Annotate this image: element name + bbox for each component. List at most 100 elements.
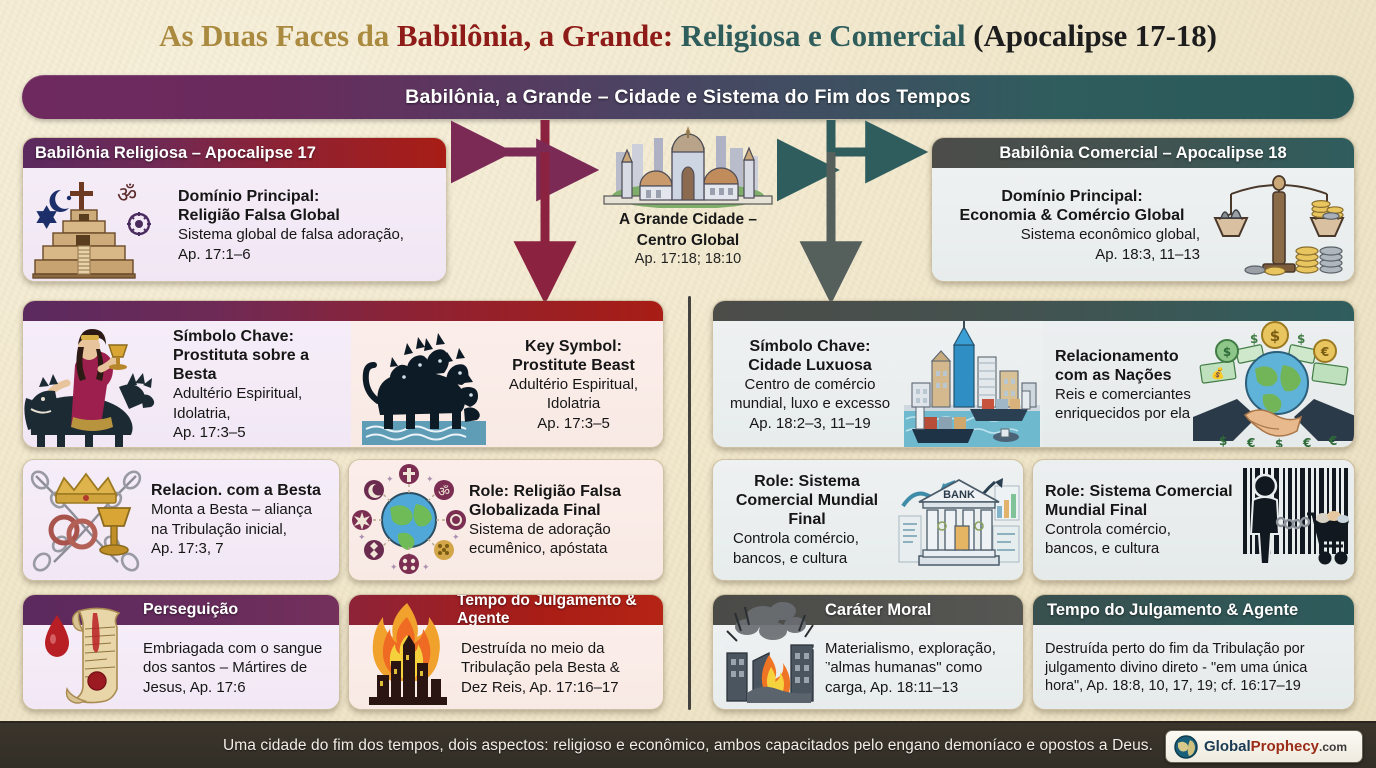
harlot-on-beast-icon: [23, 321, 173, 447]
hub-title-line1: A Grande Cidade –: [618, 211, 758, 228]
card-sub-line1: Destruída no meio da: [461, 639, 605, 657]
card-heading-line2: Mundial Final: [1045, 501, 1148, 519]
svg-text:✦: ✦: [426, 475, 434, 485]
card-heading-line1: Símbolo Chave:: [173, 328, 294, 346]
card-header-label: Perseguição: [143, 601, 239, 618]
svg-text:✦: ✦: [386, 475, 394, 485]
globalprophecy-logo[interactable]: GlobalProphecy.com: [1165, 730, 1363, 763]
card-header-perseguicao: Perseguição: [23, 595, 339, 625]
card-simbolo-chave-cidade-luxuosa[interactable]: Símbolo Chave: Cidade Luxuosa Centro de …: [712, 300, 1355, 448]
card-sub-line1: Controla comércio,: [1045, 520, 1171, 538]
handshake-globe-money-icon: 💰 $ $ € $$: [1193, 321, 1354, 448]
card-heading-line2: Economia & Comércio Global: [959, 207, 1185, 224]
master-banner: Babilônia, a Grande – Cidade e Sistema d…: [22, 75, 1354, 119]
logo-part-global: Global: [1204, 738, 1251, 755]
card-header-julgamento-agente: Tempo do Julgamento & Agente: [1033, 595, 1354, 625]
seven-headed-beast-icon: [351, 321, 496, 447]
card-perseguicao[interactable]: Perseguição Embriagada com o sangu: [22, 594, 340, 710]
card-header-comercial: Babilônia Comercial – Apocalipse 18: [932, 138, 1354, 168]
card-babilonia-comercial[interactable]: Babilônia Comercial – Apocalipse 18 Domí…: [931, 137, 1355, 282]
card-role-sistema-comercial-2[interactable]: Role: Sistema Comercial Mundial Final Co…: [1032, 459, 1355, 581]
globe-logo-icon: [1174, 734, 1198, 759]
card-sub-line1: Controla comércio,: [733, 530, 859, 547]
card-sub-line1: Embriagada com o sangue: [143, 639, 323, 657]
card-heading-line2: Prostitute Beast: [512, 356, 635, 374]
svg-text:✦: ✦: [422, 563, 430, 573]
master-banner-label: Babilônia, a Grande – Cidade e Sistema d…: [405, 85, 971, 108]
card-role-sistema-comercial-1[interactable]: Role: Sistema Comercial Mundial Final Co…: [712, 459, 1024, 581]
card-header-bar: [713, 301, 1354, 321]
title-part-teal: Religiosa e Comercial: [680, 18, 974, 53]
card-role-religiao-falsa[interactable]: ॐ ✦ ✦ ✦ ✦ ✦: [348, 459, 664, 581]
burning-city-flames-icon: [351, 597, 463, 709]
svg-text:$: $: [1297, 332, 1305, 346]
svg-text:$: $: [1219, 434, 1227, 448]
card-header-label: Babilônia Religiosa – Apocalipse 17: [35, 143, 316, 162]
card-sub-line3: Dez Reis, Ap. 17:16–17: [461, 678, 619, 696]
card-sub-line3: Ap. 18:2–3, 11–19: [749, 414, 871, 432]
svg-text:ॐ: ॐ: [438, 485, 450, 500]
card-sub-line2: mundial, luxo e excesso: [729, 395, 891, 413]
svg-text:$: $: [1270, 327, 1280, 345]
card-sub-line3: Jesus, Ap. 17:6: [143, 678, 246, 696]
card-header-label: Tempo do Julgamento & Agente: [457, 594, 637, 627]
card-heading-line1: Key Symbol:: [525, 337, 622, 355]
card-sub-line2: enriquecidos por ela: [1055, 405, 1191, 422]
card-heading-line2: Prostituta sobre a Besta: [173, 347, 310, 384]
title-part-gold: As Duas Faces da: [159, 18, 397, 53]
card-heading-line1: Role: Religião Falsa: [469, 482, 622, 500]
card-heading-line2: Globalizada Final: [469, 501, 601, 519]
svg-text:€: €: [1246, 436, 1255, 448]
card-sub-line2: Ap. 18:3, 11–13: [1095, 245, 1200, 263]
blood-scroll-icon: [27, 597, 143, 709]
card-heading-line1: Domínio Principal:: [178, 188, 320, 205]
title-part-reference: (Apocalipse 17-18): [973, 18, 1217, 53]
card-sub-line1: Sistema global de falsa adoração,: [178, 226, 404, 243]
card-heading-line2: Comercial Mundial Final: [735, 492, 879, 528]
card-sub-line1: Sistema econômico global,: [1020, 226, 1200, 243]
card-sub-line2: "almas humanas" como: [825, 659, 983, 677]
svg-text:✦: ✦: [452, 533, 460, 543]
card-sub-line2: Idolatria: [546, 395, 601, 413]
card-heading-line2: Cidade Luxuosa: [748, 356, 872, 374]
card-sub-line1: Destruída perto do fim da Tribulação por: [1045, 641, 1305, 658]
logo-part-domain: .com: [1319, 740, 1348, 754]
card-relacion-com-a-besta[interactable]: Relacion. com a Besta Monta a Besta – al…: [22, 459, 340, 581]
card-sub-line1: Adultério Espiritual,: [508, 375, 639, 393]
city-skyline-icon: [588, 122, 788, 208]
card-heading-line1: Role: Sistema: [754, 473, 860, 490]
ziggurat-religions-icon: ॐ: [23, 172, 178, 280]
card-carater-moral[interactable]: Caráter Moral: [712, 594, 1024, 710]
card-sub-line2: Idolatria,: [173, 404, 231, 422]
card-sub-line1: Sistema de adoração: [469, 520, 611, 538]
title-part-red: Babilônia, a Grande:: [396, 18, 681, 53]
bank-charts-icon: BANK: [895, 464, 1023, 576]
logo-text: GlobalProphecy.com: [1204, 738, 1347, 755]
card-sub-line1: Adultério Espiritual,: [173, 385, 303, 403]
burning-collapsing-city-icon: [717, 597, 829, 709]
card-sub-line2: ecumênico, apóstata: [469, 540, 608, 557]
card-heading-line2: com as Nações: [1055, 366, 1172, 384]
card-tempo-julgamento-direita[interactable]: Tempo do Julgamento & Agente Destruída p…: [1032, 594, 1355, 710]
svg-text:$: $: [1223, 345, 1231, 359]
footer-bar: Uma cidade do fim dos tempos, dois aspec…: [0, 721, 1376, 768]
hub-reference: Ap. 17:18; 18:10: [634, 251, 742, 267]
card-header-label: Tempo do Julgamento & Agente: [1047, 600, 1299, 619]
logo-part-prophecy: Prophecy: [1250, 738, 1320, 755]
card-sub-line1: Monta a Besta – aliança: [151, 501, 312, 519]
card-sub-line3: hora", Ap. 18:8, 10, 17, 19; cf. 16:17–1…: [1045, 678, 1301, 695]
luxury-city-port-icon: [901, 321, 1043, 447]
svg-text:✦: ✦: [358, 533, 366, 543]
scales-coins-icon: [1204, 170, 1354, 282]
svg-text:€: €: [1328, 434, 1337, 448]
card-sub-line3: Ap. 17:3–5: [173, 424, 246, 442]
card-heading-line2: Religião Falsa Global: [178, 207, 340, 224]
card-simbolo-chave-prostituta[interactable]: Símbolo Chave: Prostituta sobre a Besta …: [22, 300, 664, 448]
card-heading-line1: Relacionamento: [1055, 347, 1179, 365]
card-babilonia-religiosa[interactable]: Babilônia Religiosa – Apocalipse 17 ॐ: [22, 137, 447, 282]
svg-text:$: $: [1250, 332, 1258, 346]
card-heading-line1: Domínio Principal:: [1001, 188, 1143, 205]
hub-title-line2: Centro Global: [636, 232, 740, 249]
central-hub: A Grande Cidade – Centro Global Ap. 17:1…: [588, 122, 788, 282]
card-tempo-julgamento-esquerda[interactable]: Tempo do Julgamento & Agente: [348, 594, 664, 710]
